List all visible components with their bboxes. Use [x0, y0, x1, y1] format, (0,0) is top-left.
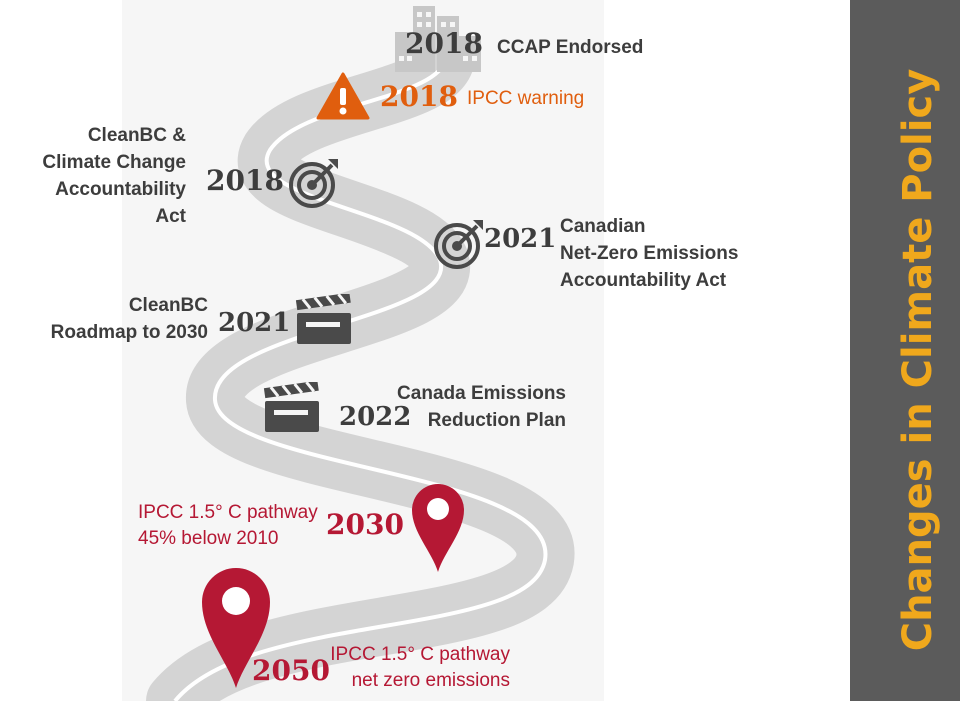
ipcc-warning-label: IPCC warning	[467, 88, 585, 109]
ipcc-2050-label: IPCC 1.5° C pathway net zero emissions	[330, 644, 510, 691]
sidebar-title: Changes in Climate Policy	[895, 68, 941, 652]
net-zero-act-label: Canadian Net-Zero Emissions Accountabili…	[560, 216, 739, 291]
road-centerline	[173, 61, 548, 701]
target-icon	[289, 159, 338, 208]
ipcc-2030-year: 2030	[326, 508, 404, 541]
sidebar-panel	[850, 0, 960, 701]
map-pin-icon	[412, 484, 464, 572]
ccap-year: 2018	[405, 27, 483, 60]
cleanbc-roadmap-label: CleanBC Roadmap to 2030	[50, 295, 208, 343]
clapperboard-icon	[263, 382, 319, 432]
ipcc-warning-year: 2018	[380, 80, 458, 113]
cleanbc-act-year: 2018	[206, 164, 284, 197]
emissions-plan-year: 2022	[339, 402, 412, 432]
cleanbc-act-label: CleanBC & Climate Change Accountability …	[42, 125, 186, 227]
net-zero-act-year: 2021	[484, 224, 557, 254]
ipcc-2030-label: IPCC 1.5° C pathway 45% below 2010	[138, 502, 318, 549]
map-pin-icon	[202, 568, 270, 688]
ccap-label: CCAP Endorsed	[497, 37, 644, 58]
warning-icon	[316, 72, 370, 120]
emissions-plan-label: Canada Emissions Reduction Plan	[397, 383, 566, 431]
target-icon	[434, 220, 483, 269]
ipcc-2050-year: 2050	[252, 654, 330, 687]
cleanbc-roadmap-year: 2021	[218, 308, 291, 338]
clapperboard-icon	[295, 294, 351, 344]
building-icon	[395, 6, 481, 72]
